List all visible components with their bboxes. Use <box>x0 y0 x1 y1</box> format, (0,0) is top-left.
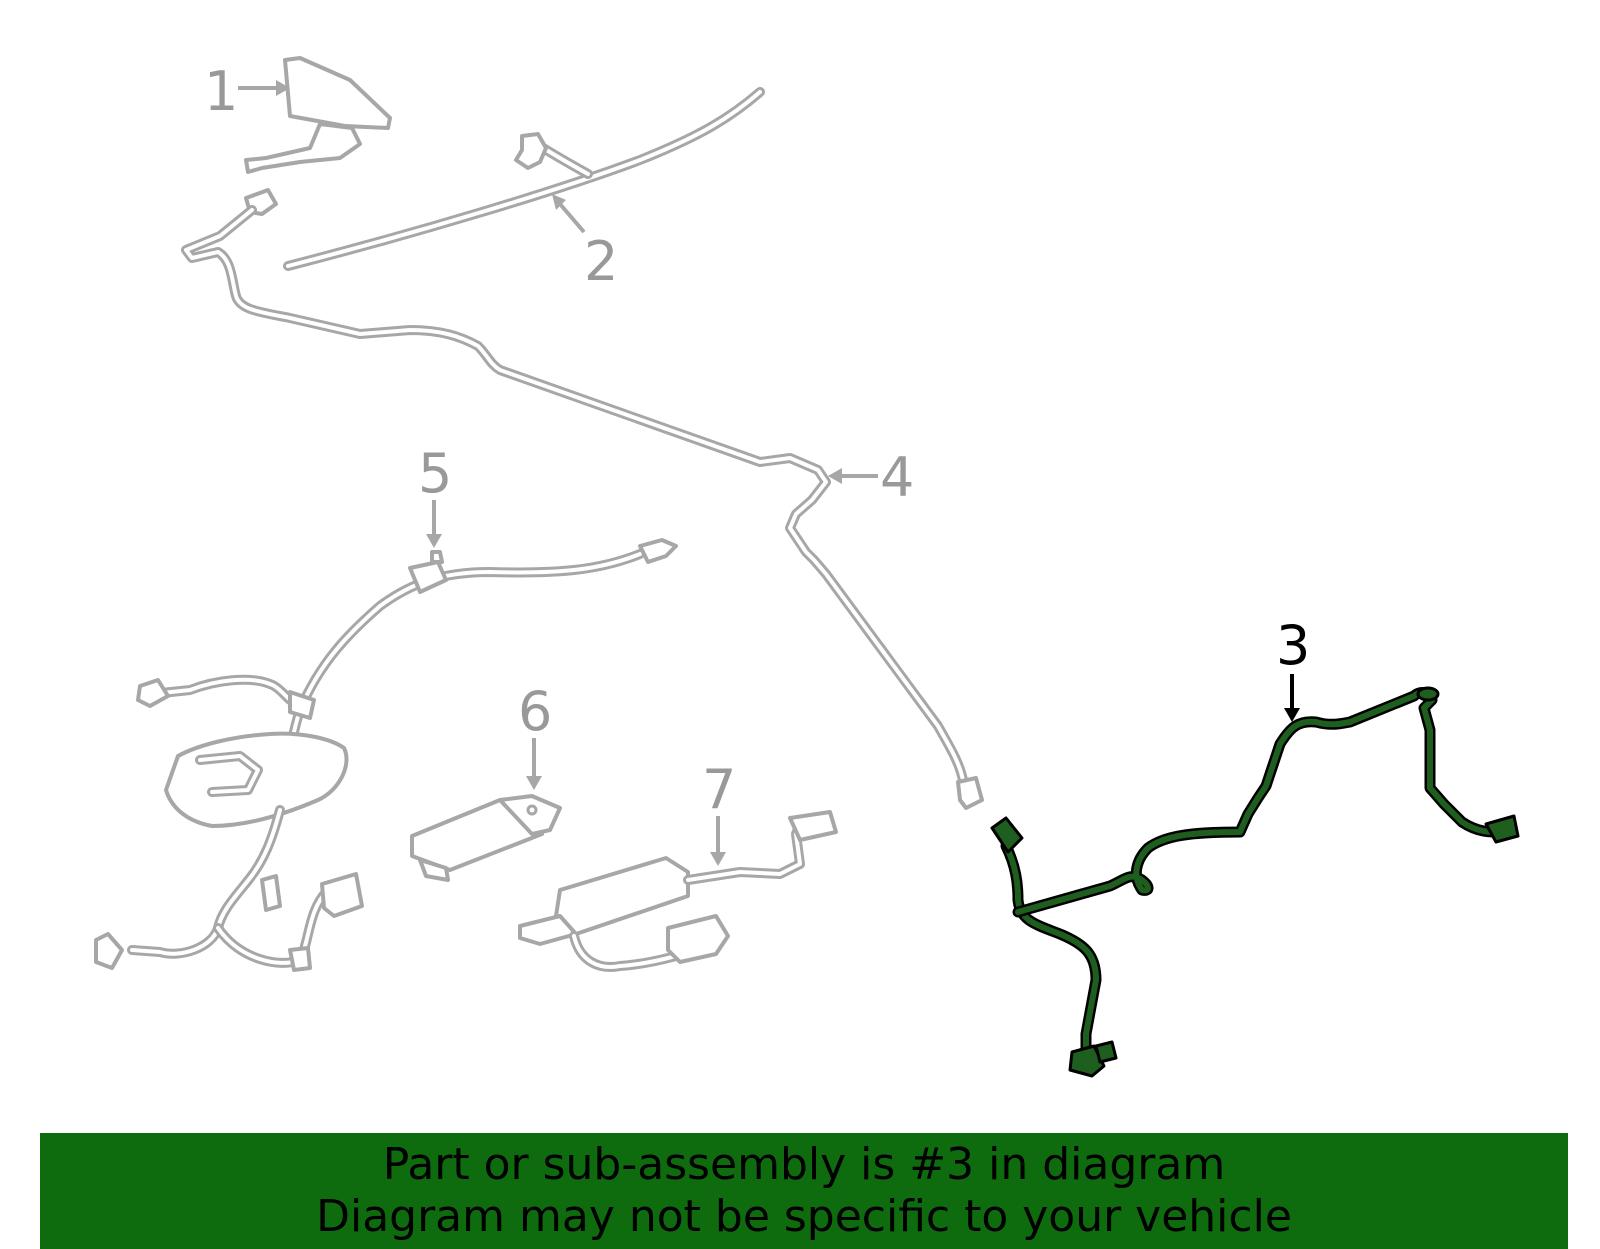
part-3-harness-highlighted[interactable] <box>990 686 1520 1078</box>
callout-6: 6 <box>518 680 552 743</box>
callout-1: 1 <box>204 60 238 123</box>
callout-4: 4 <box>880 446 914 509</box>
part-1-antenna[interactable] <box>244 56 392 216</box>
callout-2: 2 <box>584 230 618 293</box>
parts-diagram: 1 2 3 4 5 6 7 <box>94 56 1520 1078</box>
callout-7: 7 <box>702 758 736 821</box>
info-banner: Part or sub-assembly is #3 in diagram Di… <box>40 1133 1568 1249</box>
part-5-assembly[interactable] <box>94 538 678 972</box>
part-2-cable[interactable] <box>283 87 765 271</box>
callout-5: 5 <box>418 442 452 505</box>
callout-3: 3 <box>1276 614 1310 677</box>
part-7-bracket-module[interactable] <box>518 810 838 972</box>
part-6-module[interactable] <box>410 794 562 882</box>
part-4-harness[interactable] <box>181 205 984 810</box>
banner-line-1: Part or sub-assembly is #3 in diagram <box>382 1139 1226 1190</box>
banner-line-2: Diagram may not be specific to your vehi… <box>316 1191 1292 1242</box>
callout-arrows <box>238 80 1300 866</box>
